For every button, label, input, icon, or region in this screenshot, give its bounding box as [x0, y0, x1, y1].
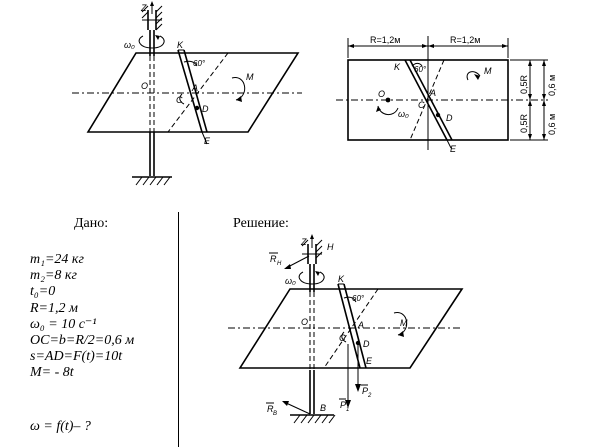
fig1-label-M: M: [246, 72, 254, 82]
fig1-label-omega: ω₀: [124, 40, 135, 50]
given-line-m1: m₁=24 кг: [30, 252, 84, 267]
fig2-tube-right: [409, 59, 453, 141]
fig1-label-K: K: [177, 40, 184, 50]
given-line-OC: OC=b=R/2=0,6 м: [30, 333, 135, 349]
fig2-label-D: D: [446, 113, 453, 123]
sol-label-RH-sub: H: [277, 261, 282, 267]
fig2-tube-left: [404, 59, 448, 141]
sol-label-P2: P: [362, 386, 368, 396]
sol-top-bearing: [301, 239, 323, 264]
fig1-label-C: C: [176, 95, 183, 105]
sol-label-z: Z: [300, 237, 307, 247]
fig2-dim-06-top: 0,6 м: [547, 75, 557, 96]
given-heading: Дано:: [74, 216, 109, 231]
sol-tube-right: [343, 283, 367, 369]
sol-tube-left: [337, 283, 361, 369]
sol-label-P2-sub: 2: [367, 393, 372, 399]
fig2-point-O: [385, 97, 391, 103]
given-line-s: s=AD=F(t)=10t: [30, 349, 123, 365]
sol-vector-RB: [283, 401, 311, 415]
fig1-point-D: [194, 105, 200, 111]
fig1-label-angle: 60°: [193, 59, 206, 68]
sol-label-P1-sub: 1: [346, 407, 349, 413]
given-line-omega0: ω₀ = 10 c⁻¹: [30, 316, 97, 332]
fig2-label-E: E: [450, 144, 457, 154]
unknown-quantity: ω = f(t)– ?: [30, 419, 91, 434]
fig2-label-K: K: [394, 62, 401, 72]
sol-label-M: M: [400, 318, 408, 328]
sol-label-B: B: [320, 403, 326, 413]
fig2-diagonal-line: [409, 59, 445, 141]
fig2-dim-05R-bottom: 0,5R: [519, 113, 529, 133]
fig2-label-A: A: [429, 88, 436, 98]
given-line-R: R=1,2 м: [30, 300, 78, 316]
fig1-label-O: O: [141, 81, 148, 91]
sol-label-H: H: [327, 242, 334, 252]
sol-ground: [290, 414, 336, 424]
sol-label-RB-sub: B: [273, 411, 277, 417]
fig2-label-M: M: [484, 66, 492, 76]
section-divider: [178, 212, 179, 447]
sol-omega-arrow: [298, 271, 325, 285]
fig2-moment-arrow: [466, 71, 481, 81]
fig1-omega-arrow: [138, 35, 165, 49]
top-bearing: [141, 5, 163, 31]
fig2-point-D: [435, 112, 441, 118]
sol-label-O: O: [301, 317, 308, 327]
sol-label-A: A: [357, 320, 364, 330]
fig1-label-z: Z: [140, 3, 147, 13]
fig2-label-C: C: [418, 100, 425, 110]
sol-plate: [238, 288, 464, 369]
fig1-diagonal-line: [167, 52, 229, 133]
sol-label-omega: ω₀: [285, 276, 296, 286]
solution-heading: Решение:: [233, 216, 289, 231]
fig1-tube-left: [177, 49, 203, 133]
fig2-label-omega: ω₀: [398, 109, 409, 119]
sol-label-angle: 60°: [352, 294, 365, 303]
fig1-angle-arc: [183, 60, 198, 67]
sol-label-C: C: [339, 333, 346, 343]
fig2-dim-R-right: R=1,2м: [450, 35, 480, 45]
sol-label-K: K: [338, 274, 345, 284]
fig1-label-A: A: [191, 83, 198, 93]
given-line-m2: m₂=8 кг: [30, 268, 77, 284]
given-list: m₁=24 кг m₂=8 кг t₀=0 R=1,2 м ω₀ = 10 c⁻…: [30, 252, 134, 382]
fig1-label-E: E: [204, 136, 211, 146]
sol-label-P1: P: [340, 400, 346, 410]
fig2-dim-05R-top: 0,5R: [519, 74, 529, 94]
given-line-t0: t₀=0: [30, 284, 56, 300]
fig2-label-O: O: [378, 89, 385, 99]
fig1-ground: [132, 176, 172, 186]
fig1-z-arrowhead: [150, 1, 154, 6]
sol-label-D: D: [363, 339, 370, 349]
fig1-tube-right: [183, 49, 208, 133]
sol-label-RH: R: [270, 254, 277, 264]
fig2-dim-R-left: R=1,2м: [370, 35, 400, 45]
fig2-dim-06-bottom: 0,6 м: [547, 114, 557, 135]
fig1-plate: [86, 52, 300, 133]
sol-label-RB: R: [267, 404, 274, 414]
sol-label-E: E: [366, 356, 373, 366]
fig2-angle-arc: [411, 62, 423, 67]
sol-point-D: [355, 340, 361, 346]
fig2-label-angle: 60°: [414, 65, 427, 74]
fig1-label-D: D: [202, 104, 209, 114]
given-line-M: M= - 8t: [30, 365, 74, 381]
